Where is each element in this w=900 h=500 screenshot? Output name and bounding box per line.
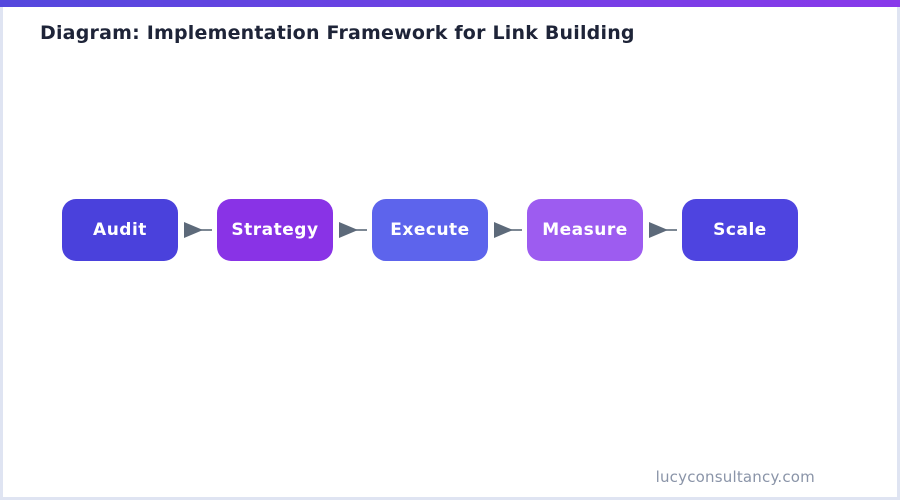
page-title: Diagram: Implementation Framework for Li… (40, 22, 635, 44)
flow-step-scale: Scale (682, 199, 798, 261)
watermark-text: lucyconsultancy.com (655, 468, 815, 486)
flow-step-label: Strategy (231, 220, 319, 240)
right-arrow-icon (488, 221, 527, 239)
flow-step-strategy: Strategy (217, 199, 333, 261)
right-arrow-icon (178, 221, 217, 239)
flow-step-execute: Execute (372, 199, 488, 261)
flow-diagram: Audit Strategy Execute (62, 199, 798, 261)
flow-step-audit: Audit (62, 199, 178, 261)
top-accent-bar (0, 0, 900, 7)
right-arrow-icon (333, 221, 372, 239)
flow-step-label: Measure (542, 220, 628, 240)
right-border (897, 7, 900, 500)
flow-step-label: Scale (713, 220, 767, 240)
bottom-border (0, 497, 900, 500)
left-border (0, 7, 3, 500)
flow-step-label: Audit (93, 220, 147, 240)
right-arrow-icon (643, 221, 682, 239)
flow-step-measure: Measure (527, 199, 643, 261)
flow-step-label: Execute (390, 220, 470, 240)
